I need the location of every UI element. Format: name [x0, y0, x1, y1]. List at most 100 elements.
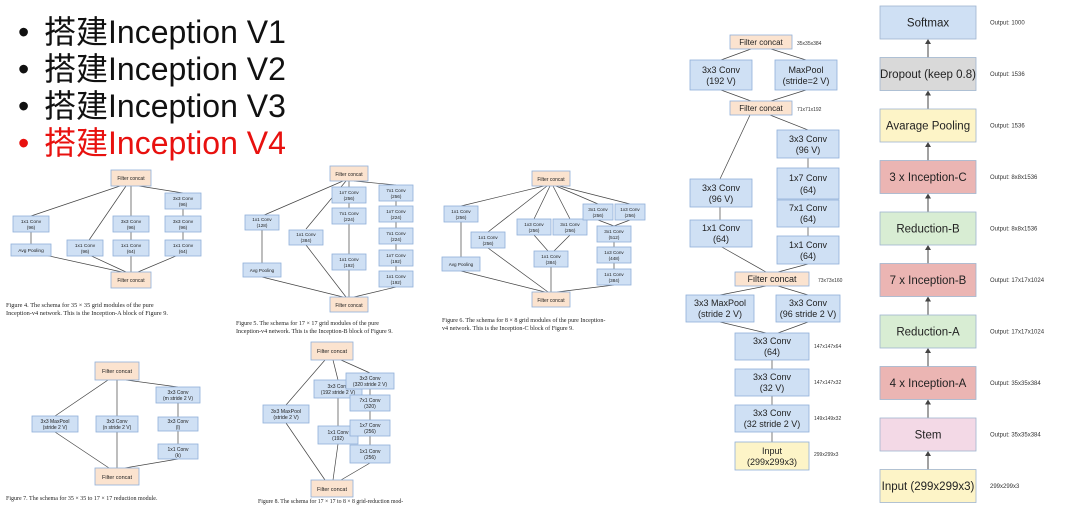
conv-filters: (320) [364, 404, 376, 410]
conv-box [164, 215, 202, 233]
conv-filters: (384) [609, 278, 620, 283]
network-block [879, 5, 977, 40]
conv-filters: (256) [625, 213, 636, 218]
conv-label: 3x3 Conv [173, 219, 194, 225]
network-block-label: Avarage Pooling [886, 121, 970, 133]
conv-box [157, 443, 199, 460]
conv-box [331, 186, 367, 204]
network-block-label: 4 x Inception-A [890, 378, 967, 390]
conv-box [470, 231, 506, 249]
conv-box [349, 394, 391, 412]
input-box [734, 441, 810, 471]
conv-label: 3x1 Conv [588, 207, 608, 212]
network-block-output: Output: 17x17x1024 [990, 330, 1045, 336]
conv-filters: (192 V) [706, 76, 736, 86]
network-block [879, 108, 977, 143]
network-block-output: Output: 8x8x1536 [990, 227, 1038, 233]
conv-label: 1x7 Conv [386, 209, 406, 214]
network-block [879, 417, 977, 452]
conv-box [378, 270, 414, 288]
maxpool-box [685, 294, 755, 323]
filter-concat-label: Filter concat [102, 369, 132, 375]
conv-box [775, 294, 841, 323]
conv-filters: (256) [456, 215, 467, 220]
tensor-size: 71x71x192 [797, 107, 822, 113]
filter-concat-box [531, 170, 571, 187]
conv-label: 3x3 Conv [327, 384, 349, 390]
conv-label: 7x1 Conv [386, 231, 406, 236]
network-block-label: Stem [915, 430, 942, 442]
figure-caption: Figure 5. The schema for 17 × 17 grid mo… [236, 320, 379, 327]
bullet-dot: • [18, 14, 30, 50]
conv-box [112, 215, 150, 233]
figure-caption: Figure 4. The schema for 35 × 35 grid mo… [6, 302, 154, 309]
conv-filters: (96) [127, 225, 136, 231]
network-block-label: 7 x Inception-B [890, 275, 967, 287]
conv-label: 3x3 Conv [359, 376, 381, 382]
conv-box [596, 225, 632, 243]
conv-box [734, 404, 810, 433]
conv-filters: (k) [175, 453, 181, 459]
conv-label: 3x1 Conv [604, 229, 624, 234]
network-block [879, 469, 977, 503]
conv-box [95, 415, 139, 433]
fig6-inception-c: Filter concat 1x1 Conv (256) Avg Pooling… [441, 170, 646, 332]
maxpool-label: 3x3 MaxPool [694, 298, 746, 308]
stem-diagram: Filter concat 35x35x384 3x3 Conv (192 V)… [685, 34, 843, 471]
input-label: Input [762, 446, 783, 456]
conv-filters: (64) [179, 249, 188, 255]
conv-label: 1x1 Conv [386, 274, 406, 279]
network-block-label: 3 x Inception-C [889, 172, 966, 184]
network-block [879, 263, 977, 297]
network-block-label: Reduction-B [896, 224, 960, 236]
input-shape: (299x299x3) [747, 457, 797, 467]
conv-label: 1x1 Conv [173, 243, 194, 249]
figure-caption: Inception-v4 network. This is the Incept… [6, 310, 168, 317]
conv-filters: (64) [764, 347, 780, 357]
conv-label: 1x1 Conv [327, 430, 349, 436]
conv-box [331, 207, 367, 225]
conv-box [776, 129, 840, 159]
conv-filters: (n stride 2 V) [103, 425, 132, 431]
avg-pool-box [441, 256, 481, 272]
arrow-head-icon [925, 90, 931, 96]
bullet-text: 搭建Inception V4 [44, 125, 286, 161]
bullet-dot: • [18, 88, 30, 124]
conv-box [378, 184, 414, 202]
conv-filters: (32 stride 2 V) [744, 419, 801, 429]
conv-filters: (64) [713, 234, 729, 244]
conv-box [378, 227, 414, 245]
conv-label: 1x3 Conv [524, 222, 544, 227]
maxpool-label: 3x3 MaxPool [41, 419, 70, 425]
network-block [879, 314, 977, 349]
filter-concat-box [310, 479, 354, 498]
conv-box [734, 332, 810, 361]
conv-filters: (96 stride 2 V) [780, 309, 837, 319]
conv-filters: (l) [176, 425, 181, 431]
conv-filters: (256) [529, 228, 540, 233]
conv-label: 1x1 Conv [451, 209, 471, 214]
conv-label: 1x7 Conv [339, 190, 359, 195]
conv-label: 7x1 Conv [339, 211, 359, 216]
bullet-item-v4: •搭建Inception V4 [18, 125, 286, 162]
conv-label: 1x1 Conv [359, 449, 381, 455]
conv-label: 1x1 Conv [604, 272, 624, 277]
conv-label: 3x3 Conv [789, 134, 828, 144]
conv-filters: (192) [391, 259, 402, 264]
conv-box [244, 214, 280, 231]
conv-box [596, 268, 632, 286]
conv-filters: (96) [81, 249, 90, 255]
bullet-text: 搭建Inception V3 [44, 88, 286, 124]
fig7-reduction-a: Filter concat 3x3 MaxPool (stride 2 V) 3… [6, 361, 201, 502]
filter-concat-box [734, 271, 810, 287]
conv-filters: (384) [546, 260, 557, 265]
conv-filters: (96 V) [709, 194, 734, 204]
network-block-label: Reduction-A [896, 327, 960, 339]
conv-filters: (448) [609, 256, 620, 261]
filter-concat-label: Filter concat [117, 176, 145, 182]
network-block-output: Output: 17x17x1024 [990, 278, 1045, 284]
conv-box [66, 239, 104, 257]
conv-label: 7x1 Conv [359, 398, 381, 404]
